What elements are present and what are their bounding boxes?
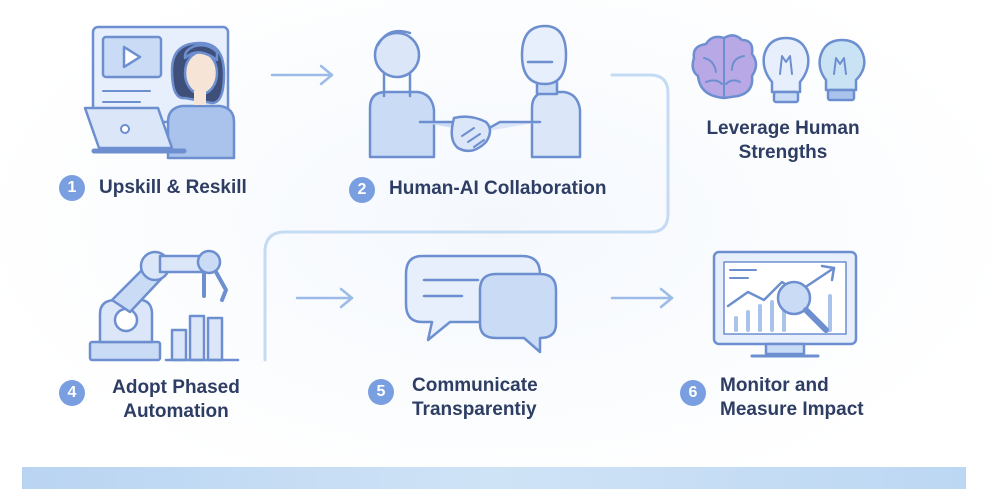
flow-connector [263,73,670,362]
bottom-gradient-bar [22,467,966,489]
step-2-badge: 2 [349,177,375,203]
step-4-label-line-2: Automation [123,401,229,422]
speech-bubbles-icon [404,254,558,354]
monitor-chart-icon [712,250,858,358]
step-6-label-line-1: Monitor and [720,375,829,396]
step-6-badge: 6 [680,380,706,406]
step-1-badge: 1 [59,175,85,201]
step-6-label: Monitor and Measure Impact [720,374,864,422]
step-2-label: Human-AI Collaboration [389,178,607,199]
arrow-4-to-5 [295,287,354,309]
person-laptop-icon [83,25,236,160]
arrow-1-to-2 [270,64,334,86]
step-5-label: Communicate Transparentiy [412,374,538,422]
step-5-label-line-1: Communicate [412,375,538,396]
arrow-5-to-6 [610,287,674,309]
robotic-arm-icon [88,249,240,362]
step-5-badge: 5 [368,379,394,405]
step-3-label: Leverage Human Strengths [688,117,878,165]
step-3-label-line-2: Strengths [738,142,828,163]
step-1-label: Upskill & Reskill [99,177,247,198]
step-4-label-line-1: Adopt Phased [112,377,240,398]
brain-lightbulbs-icon [691,34,866,104]
step-3-label-line-1: Leverage Human [706,118,860,139]
step-4-label: Adopt Phased Automation [96,376,256,424]
step-4-badge: 4 [59,380,85,406]
handshake-icon [368,24,582,159]
step-6-label-line-2: Measure Impact [720,399,864,420]
step-5-label-line-2: Transparentiy [412,399,537,420]
